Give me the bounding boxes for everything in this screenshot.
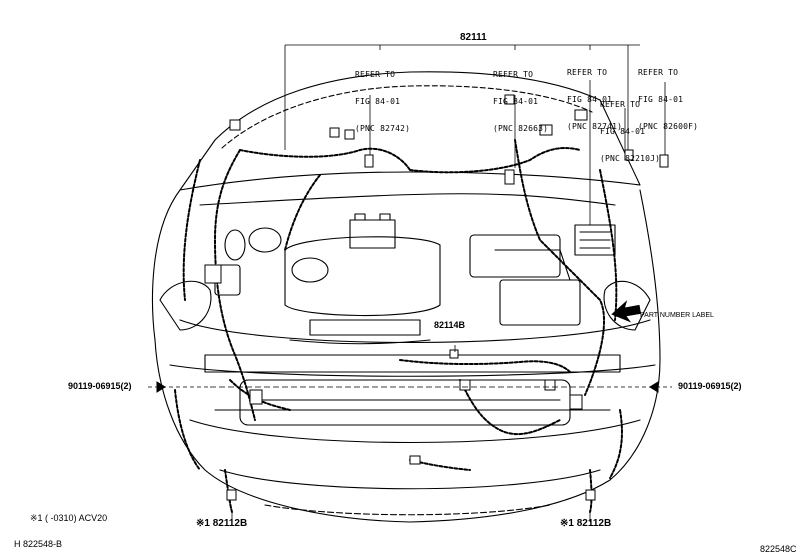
refer-line1: REFER TO bbox=[567, 68, 608, 77]
refer-line1: REFER TO bbox=[355, 70, 396, 79]
sub-harness-part-number: 82114B bbox=[434, 320, 466, 330]
refer-callout-82210J: REFER TO FIG 84-01 (PNC 82210J) bbox=[600, 82, 660, 172]
refer-line2: FIG 84-01 bbox=[355, 97, 401, 106]
refer-line2: FIG 84-01 bbox=[638, 95, 684, 104]
hood-outline bbox=[179, 71, 641, 191]
refer-line2: FIG 84-01 bbox=[600, 127, 646, 136]
leader-lines bbox=[148, 44, 672, 522]
harness-left-part-number: ※1 82112B bbox=[196, 518, 248, 529]
illustration-id: 822548C bbox=[760, 544, 797, 554]
refer-line1: REFER TO bbox=[638, 68, 679, 77]
refer-callout-82741: REFER TO FIG 84-01 (PNC 82741) bbox=[567, 50, 622, 140]
refer-callout-82600F: REFER TO FIG 84-01 (PNC 82600F) bbox=[638, 50, 698, 140]
harness-lines bbox=[174, 139, 623, 513]
refer-line3: (PNC 82663) bbox=[493, 124, 549, 133]
battery bbox=[349, 213, 396, 249]
main-part-number: 82111 bbox=[460, 32, 487, 43]
applicability-footnote: ※1 ( -0310) ACV20 bbox=[30, 513, 108, 523]
refer-line3: (PNC 82742) bbox=[355, 124, 411, 133]
refer-line1: REFER TO bbox=[600, 100, 641, 109]
refer-line3: (PNC 82210J) bbox=[600, 154, 661, 163]
refer-line1: REFER TO bbox=[493, 70, 534, 79]
clip-left-part-number: 90119-06915(2) bbox=[68, 381, 132, 391]
refer-callout-82742: REFER TO FIG 84-01 (PNC 82742) bbox=[355, 52, 410, 142]
part-number-label-text: PART NUMBER LABEL bbox=[640, 312, 714, 319]
refer-line3: (PNC 82600F) bbox=[638, 122, 699, 131]
refer-callout-82663: REFER TO FIG 84-01 (PNC 82663) bbox=[493, 52, 548, 142]
part-number-label-arrow bbox=[611, 300, 642, 323]
engine-block bbox=[284, 236, 441, 345]
illustration-ref-code: H 822548-B bbox=[14, 539, 63, 549]
reservoir-tanks bbox=[214, 227, 282, 296]
refer-line3: (PNC 82741) bbox=[567, 122, 623, 131]
refer-line2: FIG 84-01 bbox=[493, 97, 539, 106]
refer-line2: FIG 84-01 bbox=[567, 95, 613, 104]
relay-box bbox=[574, 224, 616, 256]
car-body-outline bbox=[151, 189, 661, 523]
connectors bbox=[204, 94, 669, 501]
air-cleaner bbox=[469, 234, 581, 326]
harness-right-part-number: ※1 82112B bbox=[560, 518, 612, 529]
clip-right-part-number: 90119-06915(2) bbox=[678, 381, 742, 391]
